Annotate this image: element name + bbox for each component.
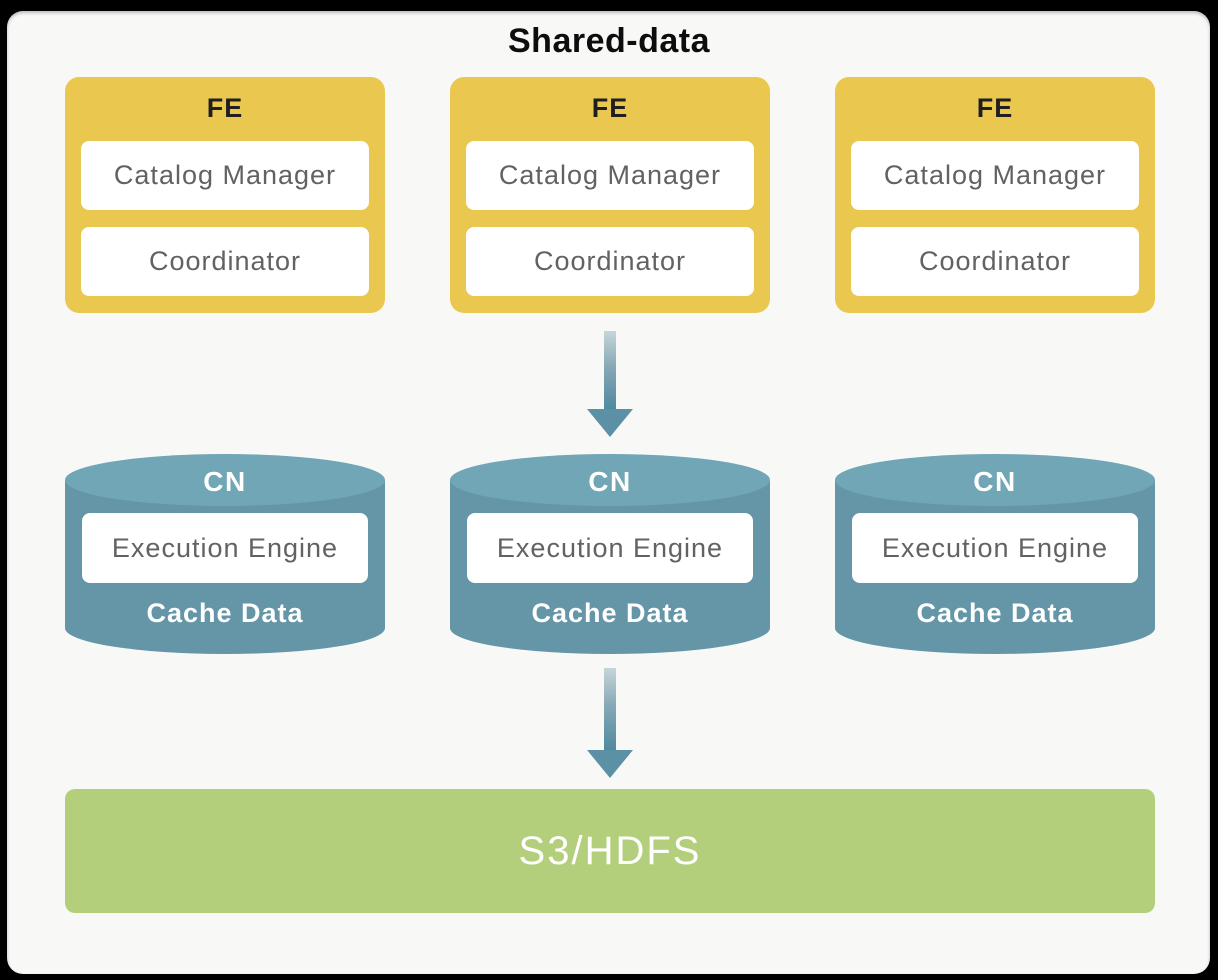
storage-label: S3/HDFS (518, 828, 702, 873)
cylinder-top (450, 454, 770, 506)
diagram-title: Shared-data (508, 22, 710, 60)
cylinder-top (65, 454, 385, 506)
execution-engine-box: Execution Engine (852, 513, 1138, 583)
coordinator-box: Coordinator (851, 227, 1139, 296)
cylinder-bottom (835, 602, 1155, 654)
fe-node: FE Catalog Manager Coordinator (450, 77, 770, 313)
cn-node-label: CN (203, 466, 247, 497)
cn-node-label: CN (588, 466, 632, 497)
cache-data-label: Cache Data (146, 598, 304, 628)
cylinder-top (835, 454, 1155, 506)
fe-node: FE Catalog Manager Coordinator (65, 77, 385, 313)
fe-node: FE Catalog Manager Coordinator (835, 77, 1155, 313)
cylinder-bottom (65, 602, 385, 654)
catalog-manager-box: Catalog Manager (466, 141, 754, 210)
cache-data-label: Cache Data (916, 598, 1074, 628)
cn-to-storage-arrow-shaft (604, 668, 616, 751)
execution-engine-box: Execution Engine (82, 513, 368, 583)
fe-node-label: FE (976, 93, 1014, 123)
cache-data-label: Cache Data (531, 598, 689, 628)
cn-node: CN Execution Engine Cache Data (835, 454, 1155, 654)
fe-node-label: FE (591, 93, 629, 123)
coordinator-box: Coordinator (466, 227, 754, 296)
catalog-manager-box: Catalog Manager (81, 141, 369, 210)
cylinder-bottom (450, 602, 770, 654)
cn-node: CN Execution Engine Cache Data (450, 454, 770, 654)
storage-bar: S3/HDFS (65, 789, 1155, 913)
cn-node-label: CN (973, 466, 1017, 497)
coordinator-box: Coordinator (81, 227, 369, 296)
cn-node: CN Execution Engine Cache Data (65, 454, 385, 654)
fe-to-cn-arrow-shaft (604, 331, 616, 410)
execution-engine-box: Execution Engine (467, 513, 753, 583)
catalog-manager-box: Catalog Manager (851, 141, 1139, 210)
fe-node-label: FE (206, 93, 244, 123)
